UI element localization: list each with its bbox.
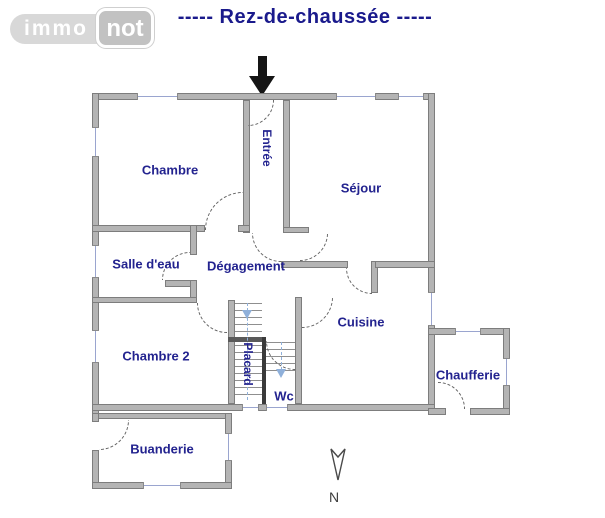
door-arc (162, 252, 190, 280)
wall (92, 297, 197, 303)
wall (283, 100, 290, 233)
room-label-chambre2: Chambre 2 (122, 348, 190, 364)
wall (281, 261, 348, 268)
wall (428, 408, 446, 415)
window (503, 358, 510, 386)
window (336, 93, 376, 100)
window (143, 482, 181, 489)
wall (92, 404, 435, 411)
door-arc (438, 382, 465, 409)
wall (243, 100, 250, 233)
room-label-degagement: Dégagement (206, 258, 286, 274)
wall (262, 337, 266, 404)
room-label-chaufferie: Chaufferie (435, 367, 501, 383)
wall (228, 300, 235, 404)
window (428, 292, 435, 326)
window (398, 93, 424, 100)
room-label-cuisine: Cuisine (337, 314, 385, 330)
room-label-placard: Placard (241, 342, 255, 386)
window (225, 433, 232, 461)
window (92, 245, 99, 278)
window (92, 330, 99, 363)
window (266, 404, 288, 411)
door-arc (197, 303, 227, 333)
door-arc (346, 268, 372, 294)
north-arrow-icon (330, 448, 346, 481)
wall (92, 413, 232, 419)
window (455, 328, 481, 335)
window (242, 404, 259, 411)
door-arc (248, 100, 274, 126)
room-label-sejour: Séjour (340, 180, 382, 196)
logo-not-part: not (96, 8, 154, 48)
page-title: ----- Rez-de-chaussée ----- (177, 6, 433, 28)
entrance-arrow-icon (258, 56, 267, 78)
compass-label: N (328, 489, 340, 505)
wall (428, 93, 435, 410)
wall (295, 297, 302, 404)
stair-direction-line (247, 303, 248, 400)
immonot-logo: immo not (8, 6, 168, 54)
door-arc (266, 341, 295, 370)
room-label-chambre: Chambre (141, 162, 199, 178)
room-label-wc: Wc (274, 388, 294, 404)
wall (92, 225, 205, 232)
entrance-arrow-icon (249, 76, 275, 96)
stair-arrow-icon (276, 369, 286, 378)
wall (375, 261, 435, 268)
door-arc (99, 420, 129, 450)
wall (92, 413, 99, 422)
wall (470, 408, 510, 415)
door-arc (302, 297, 333, 328)
room-label-salle-deau: Salle d'eau (112, 256, 180, 272)
wall (190, 225, 197, 255)
room-label-buanderie: Buanderie (130, 441, 194, 457)
stairs (235, 303, 262, 401)
window (137, 93, 178, 100)
door-arc (252, 233, 281, 262)
window (92, 127, 99, 157)
room-label-entree: Entrée (260, 129, 274, 167)
door-arc (300, 233, 328, 261)
stair-arrow-icon (242, 310, 252, 319)
door-arc (205, 192, 243, 230)
wall (283, 227, 309, 233)
